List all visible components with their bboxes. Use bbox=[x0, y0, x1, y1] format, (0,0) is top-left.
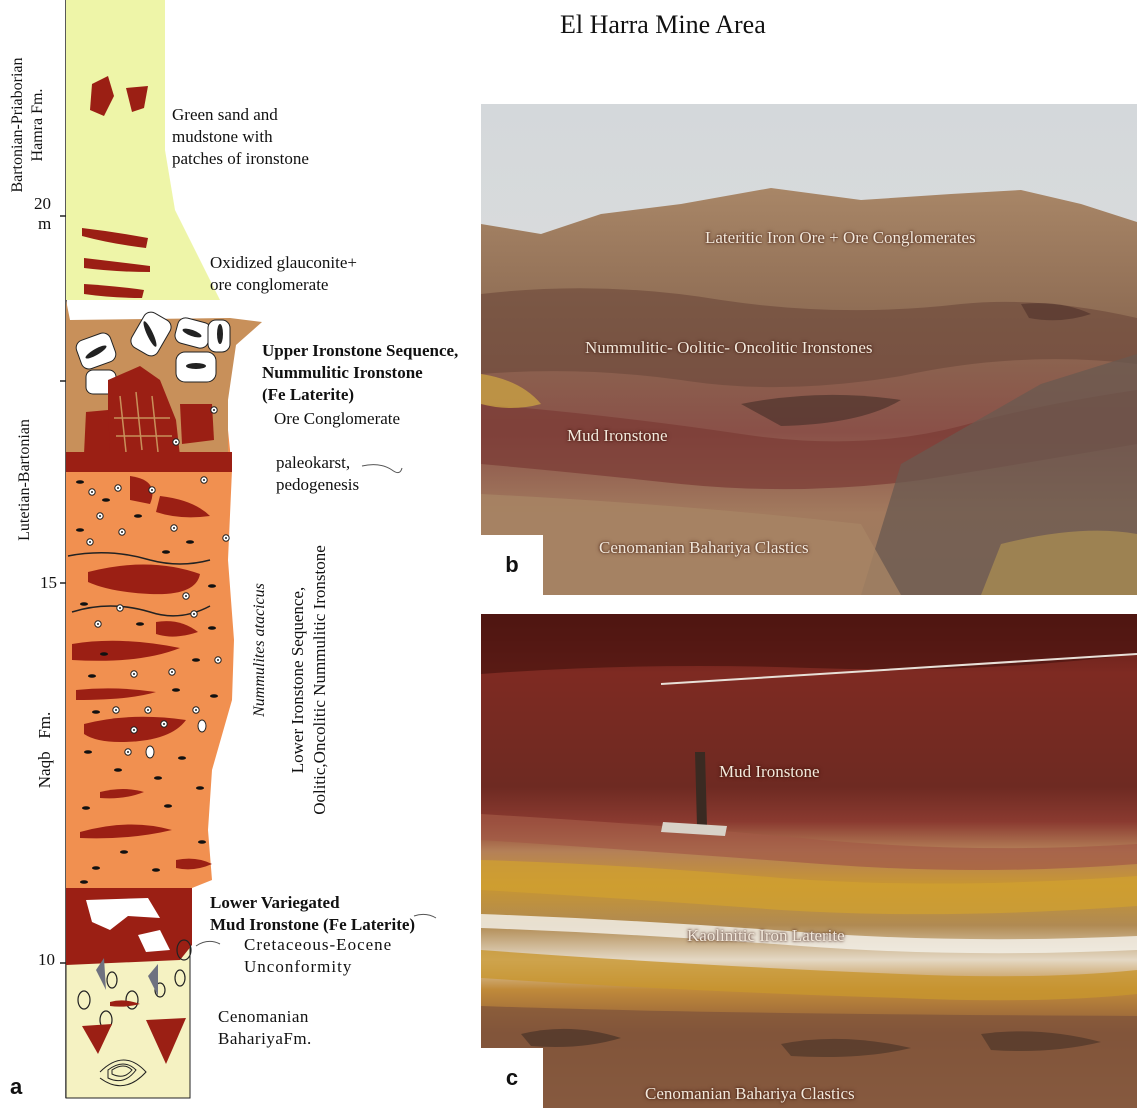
label-lower-ironstone-sequence: Lower Ironstone Sequence, Oolitic,Oncoli… bbox=[284, 520, 334, 850]
annotation-bahariya-fm: Cenomanian BahariyaFm. bbox=[218, 1006, 312, 1050]
label-naqb-formation: Naqb Fm. bbox=[30, 660, 60, 860]
photo-b: Lateritic Iron Ore + Ore Conglomerates N… bbox=[481, 104, 1137, 595]
label-nummulites-atacicus: Nummulites atacicus bbox=[250, 560, 270, 740]
photo-b-label-mud: Mud Ironstone bbox=[567, 426, 668, 446]
scale-label-10: 10 bbox=[38, 950, 55, 970]
photo-c: Mud Ironstone Kaolinitic Iron Laterite C… bbox=[481, 614, 1137, 1108]
sequence-line-1: Lower Ironstone Sequence, bbox=[287, 545, 309, 815]
photo-b-label-cenomanian: Cenomanian Bahariya Clastics bbox=[599, 538, 809, 558]
panel-label-b: b bbox=[481, 535, 543, 595]
photo-c-label-mud: Mud Ironstone bbox=[719, 762, 820, 782]
photo-c-label-kaolinitic: Kaolinitic Iron Laterite bbox=[687, 926, 845, 946]
scale-label-15: 15 bbox=[40, 573, 57, 593]
annotation-paleokarst: paleokarst, pedogenesis bbox=[276, 452, 359, 496]
photo-b-label-laterite: Lateritic Iron Ore + Ore Conglomerates bbox=[705, 228, 976, 248]
annotation-ore-conglomerate: Ore Conglomerate bbox=[274, 408, 400, 430]
photo-c-scene bbox=[481, 614, 1137, 1108]
sequence-line-2: Oolitic,Oncolitic Nummulitic Ironstone bbox=[309, 545, 331, 815]
annotation-unconformity: Cretaceous-Eocene Unconformity bbox=[244, 934, 392, 978]
panel-label-a: a bbox=[10, 1074, 22, 1100]
scale-label-20: 20 bbox=[34, 194, 51, 214]
annotation-green-sand: Green sand and mudstone with patches of … bbox=[172, 104, 309, 170]
label-lutetian-bartonian: Lutetian-Bartonian bbox=[10, 390, 40, 590]
photo-c-label-cenomanian: Cenomanian Bahariya Clastics bbox=[645, 1084, 855, 1104]
figure-title: El Harra Mine Area bbox=[560, 10, 766, 40]
annotation-lower-variegated: Lower Variegated Mud Ironstone (Fe Later… bbox=[210, 892, 415, 936]
annotation-oxidized-glauconite: Oxidized glauconite+ ore conglomerate bbox=[210, 252, 357, 296]
panel-label-c: c bbox=[481, 1048, 543, 1108]
photo-b-label-nummulitic: Nummulitic- Oolitic- Oncolitic Ironstone… bbox=[585, 338, 873, 358]
scale-label-m: m bbox=[38, 214, 51, 234]
annotation-upper-ironstone: Upper Ironstone Sequence, Nummulitic Iro… bbox=[262, 340, 458, 406]
